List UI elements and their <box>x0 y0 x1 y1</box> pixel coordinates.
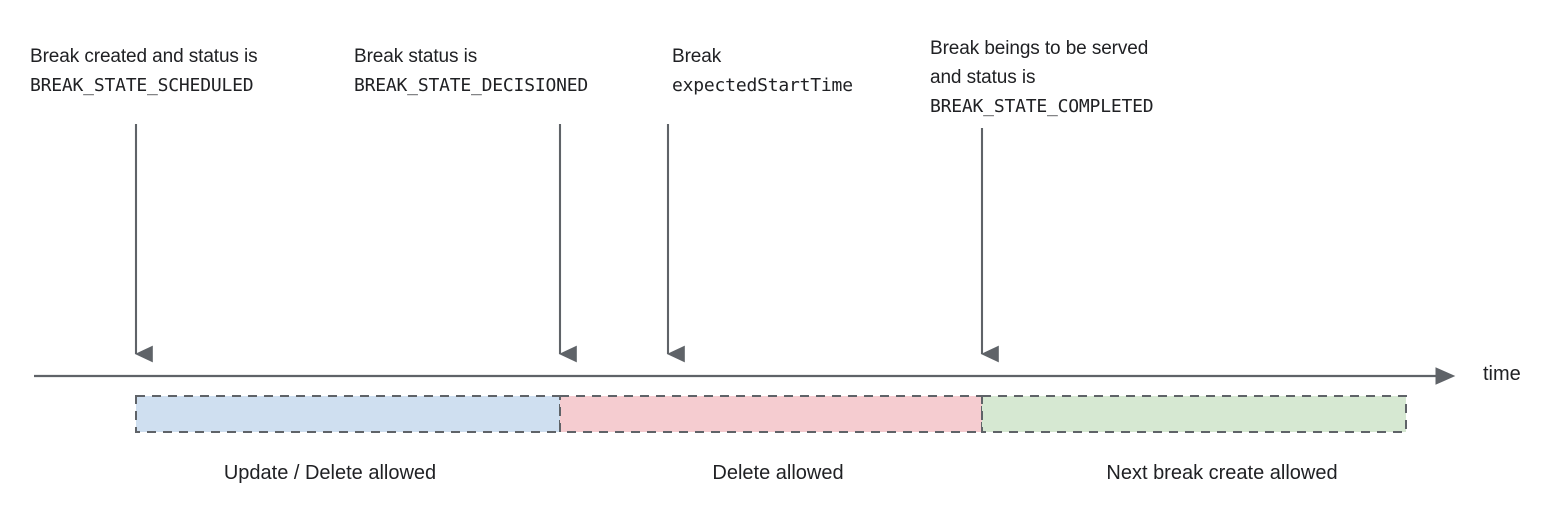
annotation-line: and status is <box>930 67 1036 88</box>
phase-bar-delete-only <box>559 395 983 433</box>
phase-caption-next-break: Next break create allowed <box>1106 462 1338 484</box>
phase-caption-update-delete: Update / Delete allowed <box>223 462 437 484</box>
event-annotation-decisioned: Break status is BREAK_STATE_DECISIONED <box>354 42 588 100</box>
phase-bar-update-delete <box>135 395 561 433</box>
phase-bar-next-break <box>981 395 1407 433</box>
phase-bar-group <box>135 395 1407 433</box>
event-arrow-group <box>134 124 999 363</box>
annotation-line: BREAK_STATE_DECISIONED <box>354 75 589 96</box>
annotation-line: BREAK_STATE_COMPLETED <box>930 96 1154 117</box>
phase-caption-delete-only: Delete allowed <box>712 462 844 484</box>
annotation-line: expectedStartTime <box>672 75 853 96</box>
event-annotation-scheduled: Break created and status is BREAK_STATE_S… <box>30 42 258 100</box>
annotation-line: BREAK_STATE_SCHEDULED <box>30 75 254 96</box>
event-annotation-completed: Break beings to be served and status is BR… <box>930 34 1154 121</box>
annotation-line: Break beings to be served <box>930 38 1149 59</box>
annotation-line: Break created and status is <box>30 46 258 67</box>
event-annotation-expected-start-time: Break expectedStartTime <box>672 42 853 100</box>
time-axis-label: time <box>1483 363 1521 385</box>
annotation-line: Break status is <box>354 46 478 67</box>
annotation-line: Break <box>672 46 722 67</box>
